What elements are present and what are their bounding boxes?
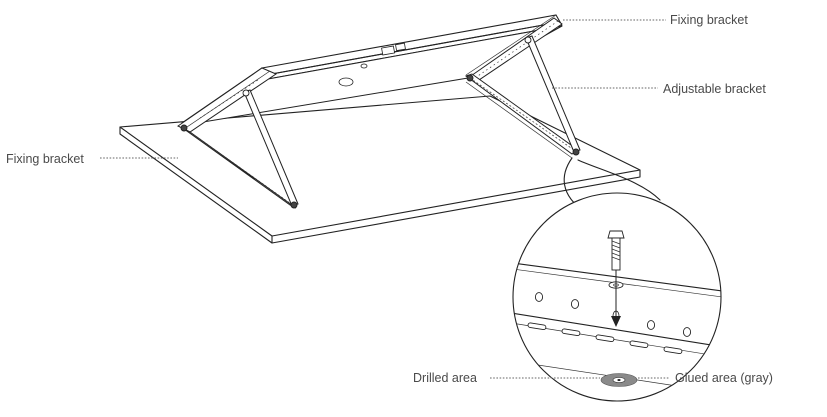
mounting-surface bbox=[119, 95, 641, 244]
fixing-bracket-left-rail bbox=[177, 67, 299, 209]
detail-magnifier bbox=[512, 192, 722, 402]
label-fixing-bracket-top: Fixing bracket bbox=[670, 13, 748, 27]
label-glued-area: Glued area (gray) bbox=[675, 371, 773, 385]
label-drilled-area: Drilled area bbox=[413, 371, 477, 385]
solar-panel bbox=[181, 14, 563, 126]
label-adjustable-bracket: Adjustable bracket bbox=[663, 82, 766, 96]
label-fixing-bracket-left: Fixing bracket bbox=[6, 152, 84, 166]
adjustable-bracket-right bbox=[464, 17, 581, 159]
leader-lines bbox=[100, 19, 670, 379]
bolt-assembly bbox=[607, 230, 625, 327]
